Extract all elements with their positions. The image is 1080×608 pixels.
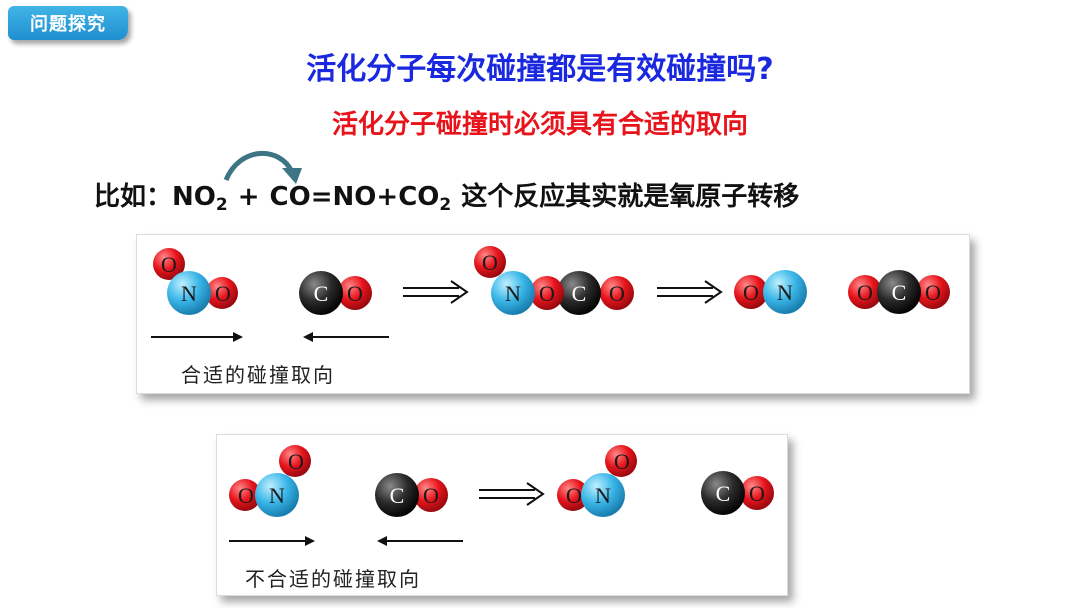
carbon-atom <box>877 270 921 314</box>
oxygen-transfer-arc-arrow <box>223 150 302 184</box>
product-no: NO <box>332 182 377 212</box>
co-molecule-unchanged: C O <box>701 471 774 515</box>
oxygen-atom-label: O <box>749 481 765 506</box>
plus-sign-2: + <box>376 182 399 212</box>
product-co2: CO2 <box>398 182 452 215</box>
co-motion-arrow <box>303 332 389 342</box>
carbon-atom <box>375 473 419 517</box>
nitrogen-atom <box>491 271 535 315</box>
no2-motion-arrow <box>229 536 315 546</box>
nitrogen-atom-label: N <box>595 483 611 508</box>
nitrogen-atom-label: N <box>269 483 285 508</box>
no2-molecule: O N O <box>229 445 311 517</box>
oxygen-atom <box>474 246 506 278</box>
oxygen-atom-label: O <box>743 280 759 305</box>
no2-molecule-unchanged: O N O <box>557 445 637 517</box>
nitrogen-atom <box>763 270 807 314</box>
oxygen-atom <box>530 276 564 310</box>
oxygen-atom-label: O <box>609 281 625 306</box>
equals-sign: = <box>310 182 333 212</box>
oxygen-atom-label: O <box>161 252 177 277</box>
carbon-atom-label: C <box>572 281 587 306</box>
page-title: 活化分子每次碰撞都是有效碰撞吗? <box>306 52 774 87</box>
oxygen-atom <box>206 277 238 309</box>
page-subtitle: 活化分子碰撞时必须具有合适的取向 <box>331 110 748 140</box>
oxygen-atom-label: O <box>288 449 304 474</box>
oxygen-atom <box>557 479 589 511</box>
oxygen-atom <box>279 445 311 477</box>
co2-product-molecule: O C O <box>848 270 950 314</box>
oxygen-atom <box>605 445 637 477</box>
oxygen-atom-label: O <box>539 281 555 306</box>
nitrogen-atom-label: N <box>181 281 197 306</box>
reaction-arrow-2 <box>657 280 723 304</box>
co-molecule: C O <box>375 473 448 517</box>
reaction-arrow <box>479 482 545 506</box>
oxygen-atom-label: O <box>566 483 582 508</box>
nitrogen-atom <box>255 473 299 517</box>
example-prefix: 比如： <box>94 182 173 212</box>
suitable-orientation-panel: O N O C O O <box>136 234 970 394</box>
carbon-atom-label: C <box>716 481 731 506</box>
oxygen-atom-label: O <box>423 483 439 508</box>
oxygen-atom-label: O <box>238 483 254 508</box>
carbon-atom-label: C <box>390 483 405 508</box>
nitrogen-atom-label: N <box>777 280 793 305</box>
reaction-equation: 比如： NO2 + CO = NO + CO2 这个反应其实就是氧原子转移 <box>94 176 799 216</box>
no-product-molecule: O N <box>734 270 807 314</box>
oxygen-atom <box>600 276 634 310</box>
carbon-atom <box>701 471 745 515</box>
oxygen-atom-label: O <box>215 281 231 306</box>
oxygen-atom <box>740 476 774 510</box>
oxygen-atom <box>916 275 950 309</box>
oxygen-atom <box>414 478 448 512</box>
unsuitable-orientation-caption: 不合适的碰撞取向 <box>245 567 421 591</box>
oxygen-atom-label: O <box>347 281 363 306</box>
plus-sign: + <box>237 182 260 212</box>
oxygen-atom-label: O <box>925 280 941 305</box>
reaction-arrow-1 <box>403 280 469 304</box>
reactant-co: CO <box>269 182 311 212</box>
no2-motion-arrow <box>151 332 243 342</box>
suitable-orientation-diagram: O N O C O O <box>151 246 950 342</box>
section-badge-label: 问题探究 <box>30 14 106 35</box>
carbon-atom-label: C <box>892 280 907 305</box>
nitrogen-atom <box>581 473 625 517</box>
carbon-atom <box>299 271 343 315</box>
section-badge: 问题探究 <box>8 6 128 40</box>
carbon-atom-label: C <box>314 281 329 306</box>
co-molecule: C O <box>299 271 372 315</box>
oxygen-atom <box>153 248 185 280</box>
no2-molecule: O N O <box>153 248 238 315</box>
oxygen-atom <box>229 479 261 511</box>
carbon-atom <box>557 271 601 315</box>
oxygen-atom-label: O <box>482 250 498 275</box>
unsuitable-orientation-panel: O N O C O O <box>216 434 788 596</box>
nitrogen-atom-label: N <box>505 281 521 306</box>
oxygen-atom <box>734 275 768 309</box>
reactant-no2: NO2 <box>172 182 228 215</box>
nitrogen-atom <box>167 271 211 315</box>
oxygen-atom <box>338 276 372 310</box>
unsuitable-orientation-diagram: O N O C O O <box>229 445 774 546</box>
co-motion-arrow <box>377 536 463 546</box>
oxygen-atom-label: O <box>614 449 630 474</box>
suitable-orientation-caption: 合适的碰撞取向 <box>181 363 335 387</box>
transition-complex: O N O C O <box>474 246 634 315</box>
example-suffix: 这个反应其实就是氧原子转移 <box>461 182 800 212</box>
oxygen-atom-label: O <box>857 280 873 305</box>
oxygen-atom <box>848 275 882 309</box>
